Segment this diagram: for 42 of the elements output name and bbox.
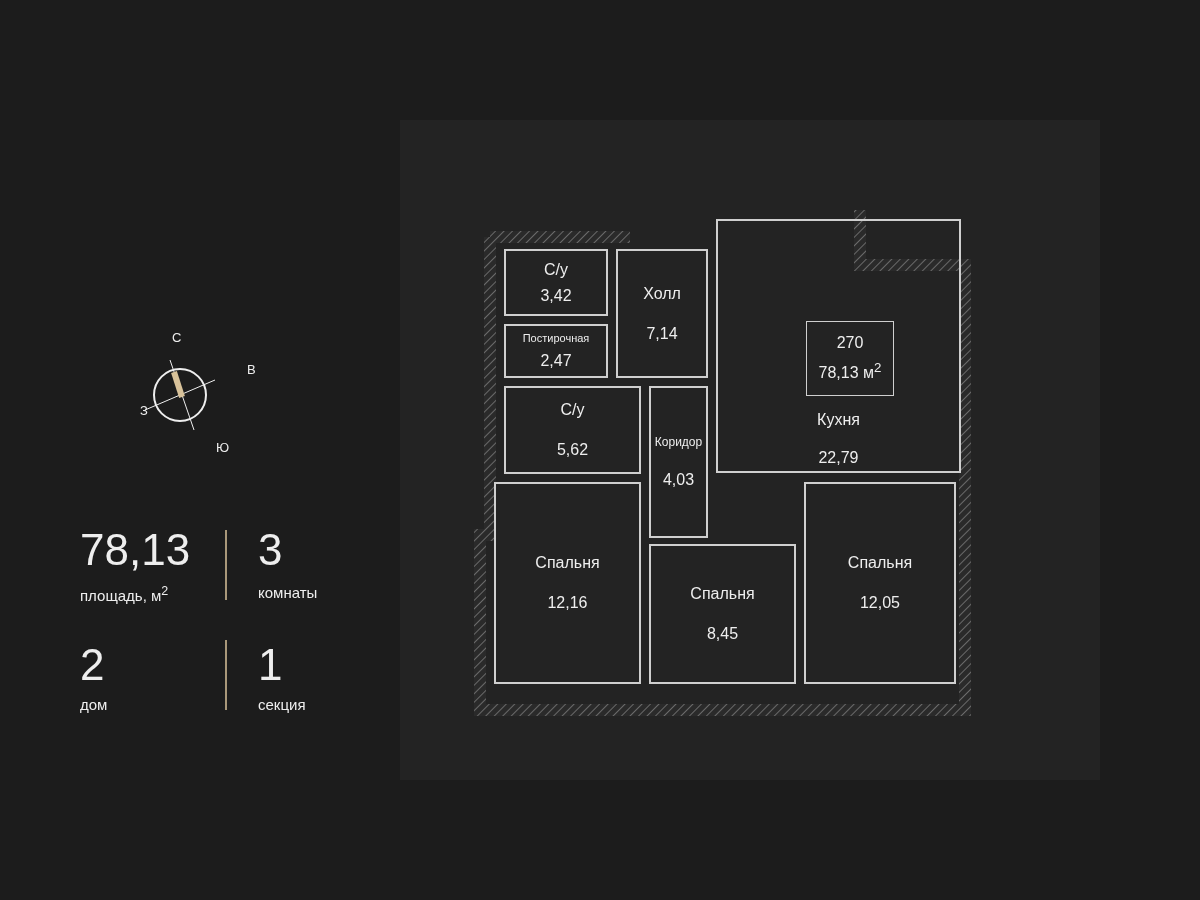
stat-label: дом bbox=[80, 696, 108, 713]
room bbox=[504, 249, 608, 316]
apartment-number: 270 bbox=[836, 334, 864, 353]
room-area: 8,45 bbox=[706, 625, 739, 643]
stat-label: комнаты bbox=[258, 584, 318, 601]
room-area: 12,16 bbox=[547, 594, 588, 612]
room-name: С/у bbox=[544, 260, 568, 279]
apartment-info-box bbox=[806, 321, 894, 396]
room-name: С/у bbox=[560, 401, 585, 419]
room bbox=[504, 324, 608, 378]
apartment-area: 78,13 м$^{2}$ bbox=[818, 360, 882, 383]
room-name: Спальня bbox=[535, 554, 600, 572]
room-name: Спальня bbox=[690, 585, 755, 603]
room-area: 22,79 bbox=[818, 449, 859, 467]
room-area: 4,03 bbox=[662, 471, 695, 489]
compass-letter: В bbox=[247, 362, 256, 377]
stat-label: секция bbox=[258, 696, 306, 713]
room-name: Кухня bbox=[817, 411, 860, 429]
compass-letter: Ю bbox=[216, 440, 230, 455]
room-area: 12,05 bbox=[859, 594, 900, 612]
compass-letter: З bbox=[140, 403, 148, 418]
room-area: 7,14 bbox=[646, 324, 678, 343]
room-name: Холл bbox=[643, 284, 681, 303]
room bbox=[616, 249, 708, 378]
room-name: Коридор bbox=[654, 435, 703, 449]
stat-value: 2 bbox=[80, 640, 105, 690]
room bbox=[804, 482, 956, 684]
room-name: Постирочная bbox=[522, 332, 590, 344]
stat-value: 1 bbox=[258, 640, 283, 690]
compass-letter: С bbox=[172, 330, 182, 345]
room bbox=[649, 386, 708, 538]
stat-label: площадь, м$^{2}$ bbox=[80, 584, 169, 604]
room-area: 3,42 bbox=[540, 286, 572, 305]
stat-value: 3 bbox=[258, 525, 283, 575]
room-name: Спальня bbox=[847, 554, 913, 572]
room-area: 5,62 bbox=[556, 441, 589, 459]
stat-value: 78,13 bbox=[80, 525, 191, 575]
room bbox=[649, 544, 796, 684]
room bbox=[716, 219, 961, 473]
room-area: 2,47 bbox=[540, 352, 572, 370]
room bbox=[504, 386, 641, 474]
room bbox=[494, 482, 641, 684]
